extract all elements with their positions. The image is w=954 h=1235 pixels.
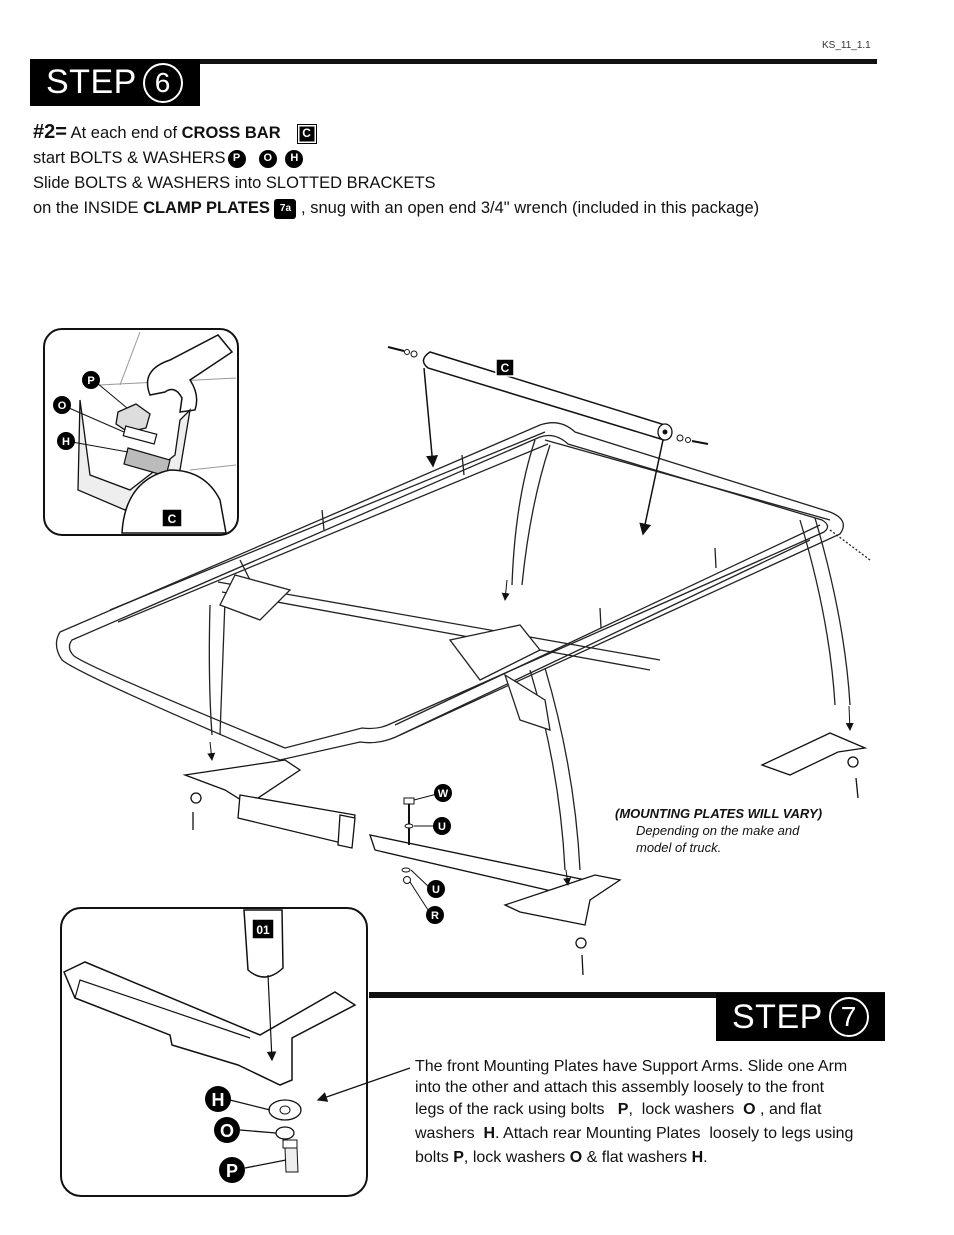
inset-label-p: P — [87, 375, 94, 387]
l5c: , lock washers — [463, 1149, 570, 1166]
step6-line1: #2= At each end of CROSS BAR C — [33, 120, 759, 146]
part-h-badge: H — [285, 149, 304, 168]
mounting-plate-detail-inset: 01 H O P — [60, 907, 368, 1197]
step6-label: STEP — [46, 63, 137, 101]
step6-line4: on the INSIDE CLAMP PLATES 7a , snug wit… — [33, 196, 759, 221]
wrench-detail-inset: P O H C — [43, 328, 239, 536]
rear-right-mounting-plate — [760, 705, 868, 799]
inset2-label-p: P — [226, 1161, 238, 1181]
l4-flat-h: H — [483, 1125, 496, 1142]
step7-line1: The front Mounting Plates have Support A… — [415, 1058, 848, 1075]
step-number-prefix: #2= — [33, 121, 67, 143]
hw-label-w: W — [438, 788, 449, 800]
l4c: . Attach rear Mounting Plates loosely to… — [495, 1125, 854, 1142]
inset-label-h: H — [62, 436, 70, 448]
inset2-part-label: 01 — [256, 923, 270, 937]
hw-label-u2: U — [432, 884, 440, 896]
mounting-note-line2: model of truck. — [636, 840, 722, 855]
front-right-mounting-plate — [369, 834, 622, 976]
inset2-label-h: H — [212, 1090, 225, 1110]
front-left-mounting-plate — [182, 741, 356, 849]
l5a: bolts — [415, 1149, 454, 1166]
part-7a-badge: 7a — [274, 198, 297, 219]
clamp-plates-label: CLAMP PLATES — [143, 199, 270, 217]
hardware-stack: W U U R — [401, 784, 452, 924]
cross-bar: C — [387, 346, 709, 601]
crossbar-label-c: C — [501, 361, 510, 375]
document-code: KS_11_1.1 — [822, 40, 871, 51]
hw-label-u1: U — [438, 821, 446, 833]
cross-bar-label: CROSS BAR — [181, 124, 281, 142]
step6-number: 6 — [142, 62, 183, 103]
step6-badge: STEP 6 — [30, 59, 200, 106]
l5g: . — [703, 1149, 708, 1166]
inset2-label-o: O — [220, 1121, 234, 1141]
l5-bolt-p: P — [453, 1149, 464, 1166]
hw-label-r: R — [431, 910, 439, 922]
l3-bolt-p: P — [617, 1101, 629, 1118]
step7-badge: STEP 7 — [716, 993, 885, 1041]
l3e: , and flat — [755, 1101, 822, 1118]
part-o-badge: O — [258, 149, 277, 168]
l5-flat-h: H — [691, 1149, 704, 1166]
step7-line2: into the other and attach this assembly … — [415, 1079, 825, 1096]
step7-line4: washers H. Attach rear Mounting Plates l… — [415, 1122, 853, 1146]
l3a: legs of the rack using bolts — [415, 1101, 618, 1118]
step7-number: 7 — [828, 997, 869, 1037]
mounting-note-line1: Depending on the make and — [636, 823, 800, 838]
step7-line3: legs of the rack using bolts P, lock was… — [415, 1098, 853, 1122]
l3-lock-o: O — [743, 1101, 756, 1118]
line4-rest: , snug with an open end 3/4" wrench (inc… — [296, 199, 760, 217]
l5-lock-o: O — [569, 1149, 583, 1166]
step6-line3: Slide BOLTS & WASHERS into SLOTTED BRACK… — [33, 174, 436, 192]
step7-label: STEP — [732, 997, 823, 1036]
line1-text: At each end of — [66, 124, 182, 142]
line4-text: on the INSIDE — [33, 199, 144, 217]
l5e: & flat washers — [582, 1149, 692, 1166]
step7-rule — [369, 992, 885, 998]
inset-label-c: C — [168, 512, 177, 526]
step7-instructions: The front Mounting Plates have Support A… — [415, 1056, 853, 1170]
mounting-note: (MOUNTING PLATES WILL VARY) Depending on… — [615, 805, 822, 856]
step7-line5: bolts P, lock washers O & flat washers H… — [415, 1146, 853, 1170]
mounting-note-title: (MOUNTING PLATES WILL VARY) — [615, 806, 823, 821]
l4a: washers — [415, 1125, 484, 1142]
part-c-badge: C — [296, 123, 317, 144]
l3c: , lock washers — [628, 1101, 744, 1118]
line2-text: start BOLTS & WASHERS — [33, 149, 226, 167]
step6-rule — [30, 59, 877, 64]
step6-instructions: #2= At each end of CROSS BAR C start BOLT… — [33, 120, 759, 221]
part-p-badge: P — [227, 149, 246, 168]
inset-label-o: O — [58, 400, 67, 412]
rack-frame — [55, 422, 871, 871]
